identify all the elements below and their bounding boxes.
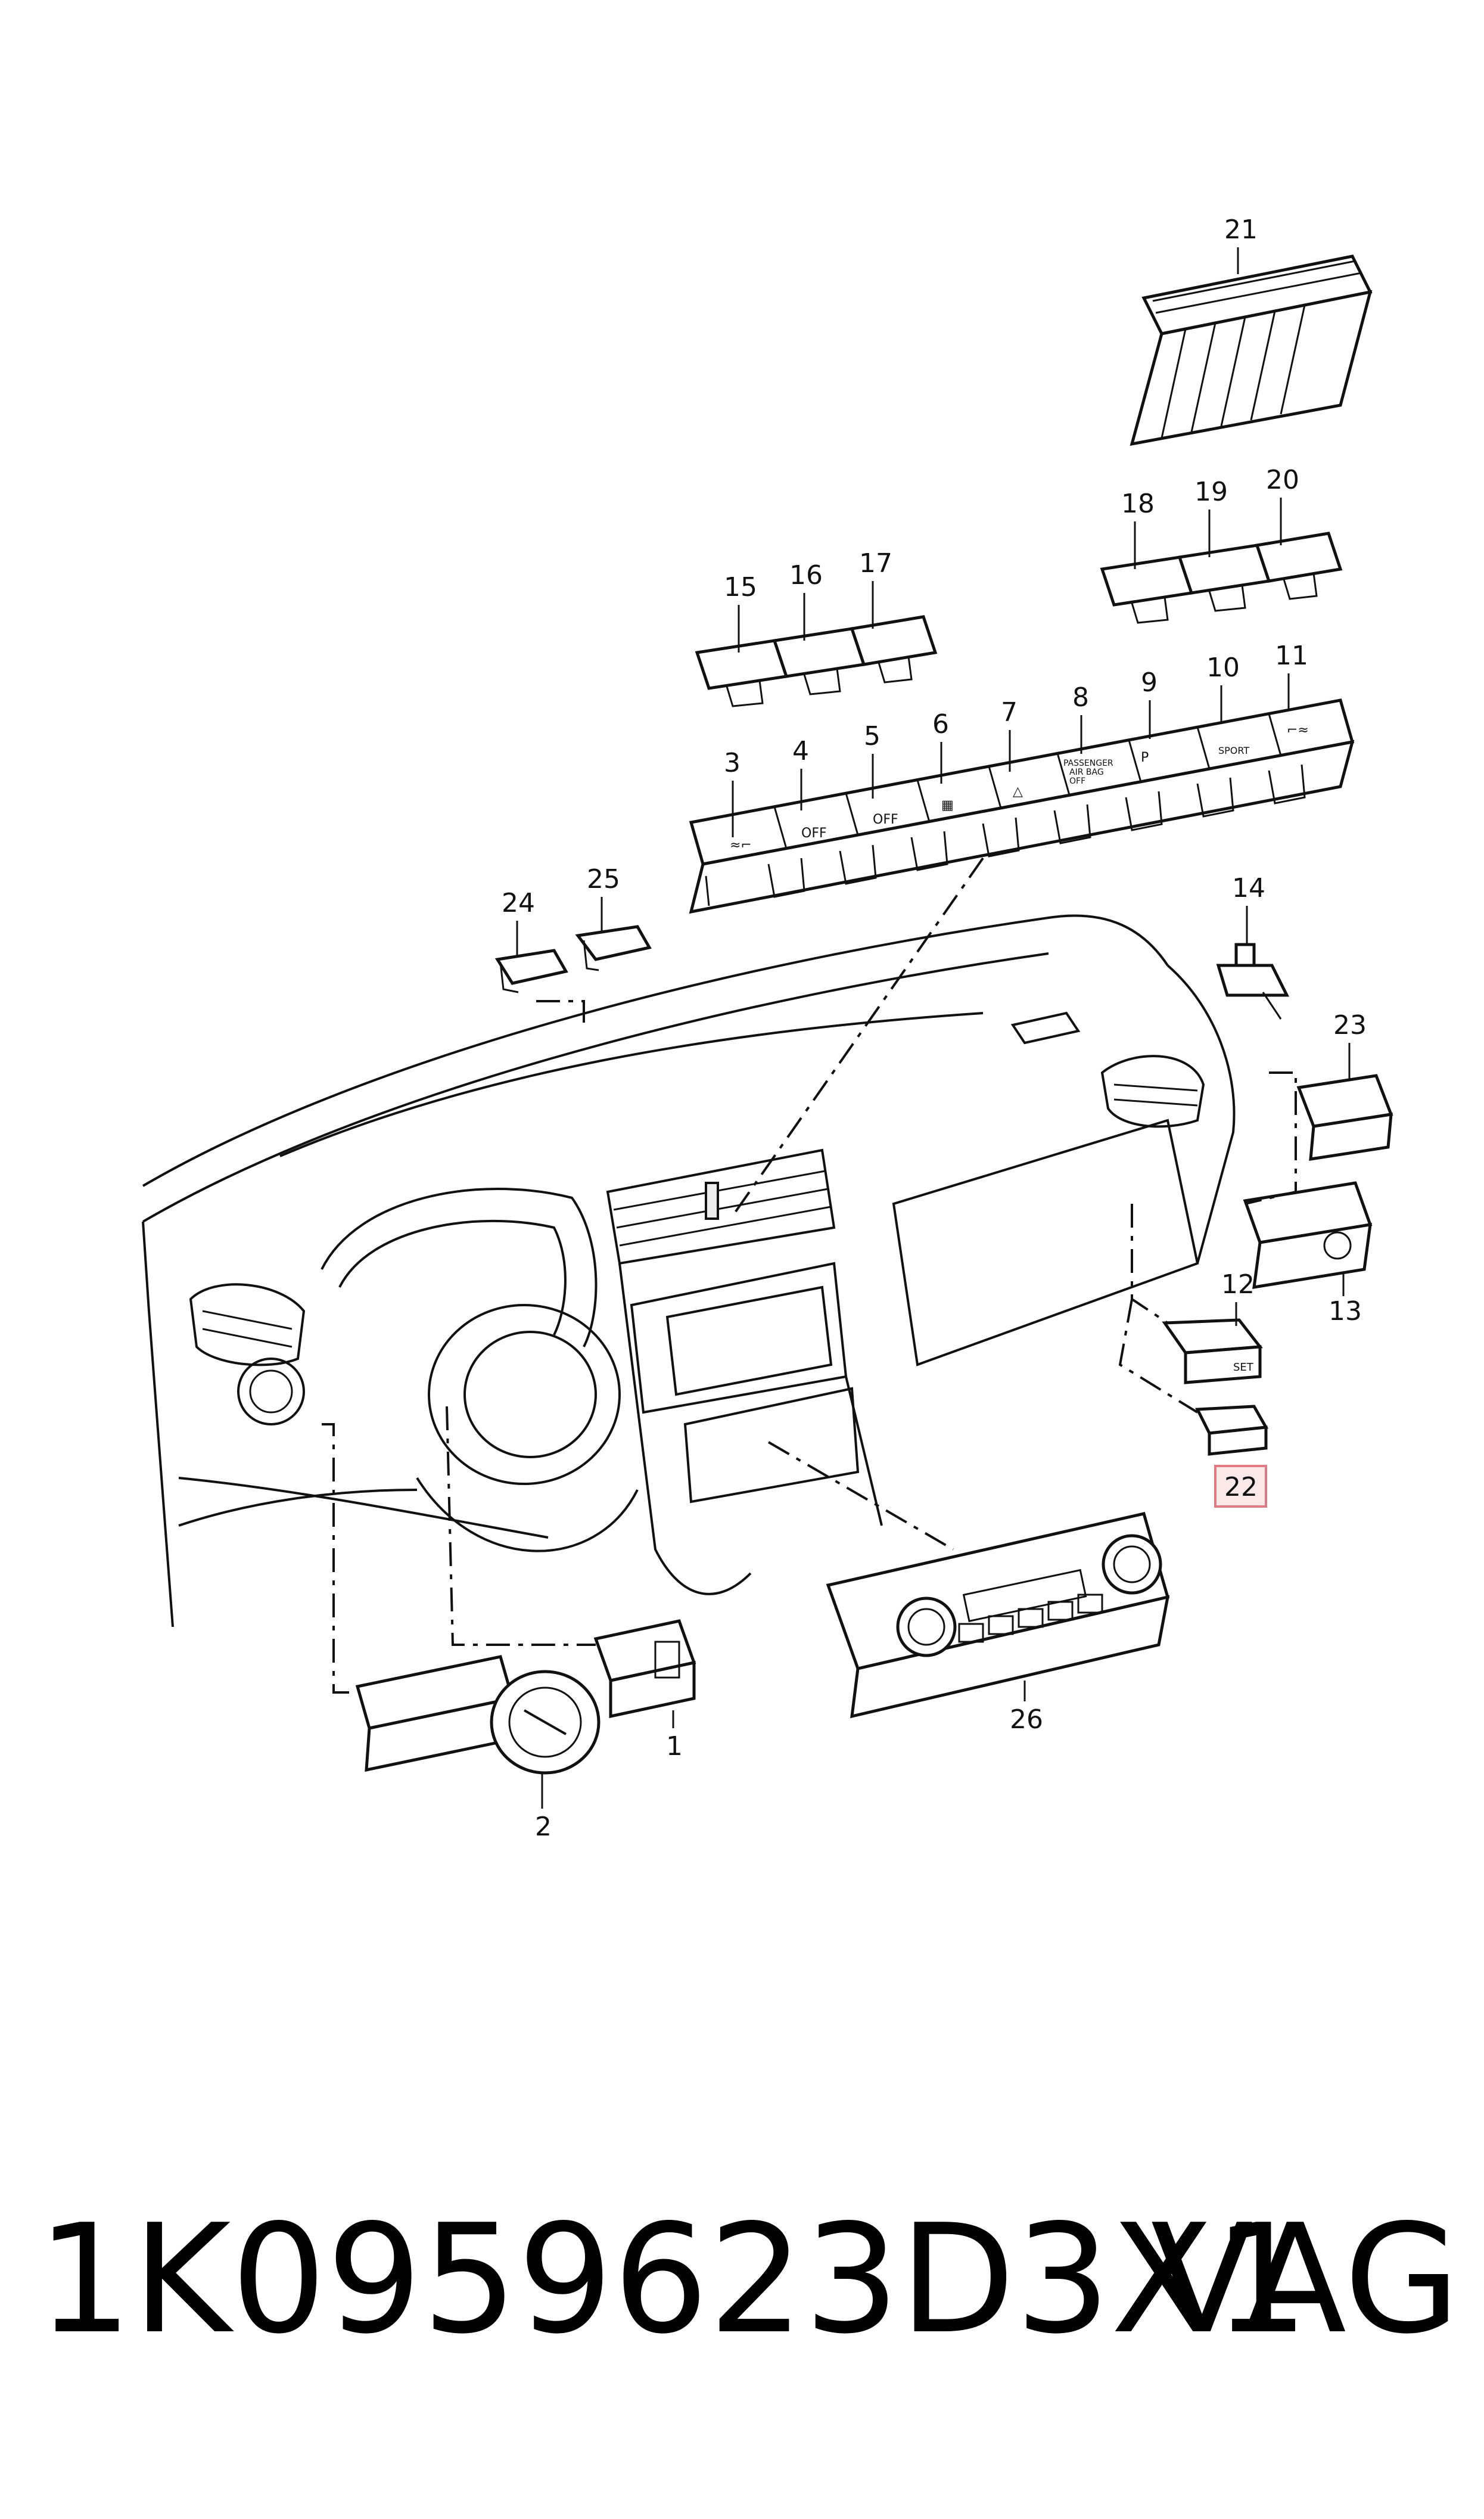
callout-14: 14 (1232, 873, 1265, 903)
part-21-vent-bezel (1130, 254, 1373, 446)
callout-22: 22 (1224, 1472, 1258, 1502)
callout-13: 13 (1329, 1296, 1362, 1327)
callout-12: 12 (1221, 1269, 1255, 1300)
callout-15: 15 (724, 572, 757, 602)
callout-21: 21 (1224, 215, 1258, 245)
exploded-parts-diagram: ≈⌐ OFF OFF ▦ △ PASSENGER AIR BAG OFF P S… (142, 215, 1393, 1842)
highlight-box-22 (1214, 1465, 1267, 1508)
part-22-button (1195, 1405, 1269, 1456)
parts-24-25-small-caps (494, 925, 652, 993)
button-9-glyph: P (1141, 750, 1149, 765)
callout-11: 11 (1275, 641, 1308, 671)
button-row-3-11: ≈⌐ OFF OFF ▦ △ PASSENGER AIR BAG OFF P S… (689, 698, 1355, 914)
brand-name: VAG (1150, 2192, 1460, 2367)
dashboard-outline (142, 914, 1236, 1627)
button-12-glyph: SET (1233, 1361, 1254, 1374)
callout-8: 8 (1072, 682, 1089, 713)
assembly-lines (322, 857, 1297, 1694)
callout-17: 17 (859, 548, 892, 579)
callout-18: 18 (1121, 489, 1155, 519)
seat-heat-right-icon: ⌐≈ (1287, 723, 1309, 738)
part-14-sensor (1216, 943, 1290, 1020)
button-4-glyph: OFF (801, 826, 827, 841)
button-10-glyph: SPORT (1218, 745, 1249, 756)
callout-23: 23 (1333, 1010, 1367, 1040)
parts-18-20-blank-caps (1100, 532, 1343, 624)
callout-6: 6 (932, 709, 949, 740)
button-8-line1: PASSENGER (1063, 759, 1113, 768)
callout-20: 20 (1266, 465, 1299, 495)
part-13-switch-block (1243, 1181, 1373, 1290)
part-number: 1K0959623D3X1 (37, 2192, 1309, 2367)
callout-5: 5 (864, 721, 881, 751)
callout-10: 10 (1206, 653, 1240, 683)
part-2-light-switch (355, 1655, 601, 1775)
hazard-icon: △ (1013, 784, 1023, 799)
callout-2: 2 (535, 1812, 552, 1842)
part-23-switch (1296, 1074, 1393, 1161)
callout-25: 25 (587, 864, 620, 894)
callout-1: 1 (666, 1731, 683, 1762)
footer: 1K0959623D3X1 VAG (0, 2205, 1484, 2455)
callout-19: 19 (1194, 477, 1228, 507)
callout-24: 24 (502, 888, 535, 918)
leader-lines (516, 247, 1351, 1809)
callout-3: 3 (724, 748, 741, 778)
callout-9: 9 (1141, 667, 1158, 698)
callout-labels: 21 18 19 20 15 16 17 3 4 5 6 7 8 9 10 11… (502, 215, 1367, 1842)
callout-7: 7 (1001, 697, 1018, 728)
part-26-climate-control (826, 1512, 1170, 1719)
button-8-line3: OFF (1069, 776, 1085, 786)
callout-16: 16 (789, 560, 823, 591)
button-5-glyph: OFF (873, 812, 898, 827)
callout-4: 4 (792, 736, 809, 766)
part-1-switch (593, 1619, 696, 1719)
parts-15-17-blank-caps (695, 615, 938, 707)
part-12-button: SET (1162, 1318, 1263, 1384)
button-8-line2: AIR BAG (1069, 768, 1104, 777)
seat-heat-left-icon: ≈⌐ (730, 838, 752, 853)
callout-26: 26 (1010, 1704, 1043, 1735)
rear-defrost-icon: ▦ (941, 798, 954, 813)
